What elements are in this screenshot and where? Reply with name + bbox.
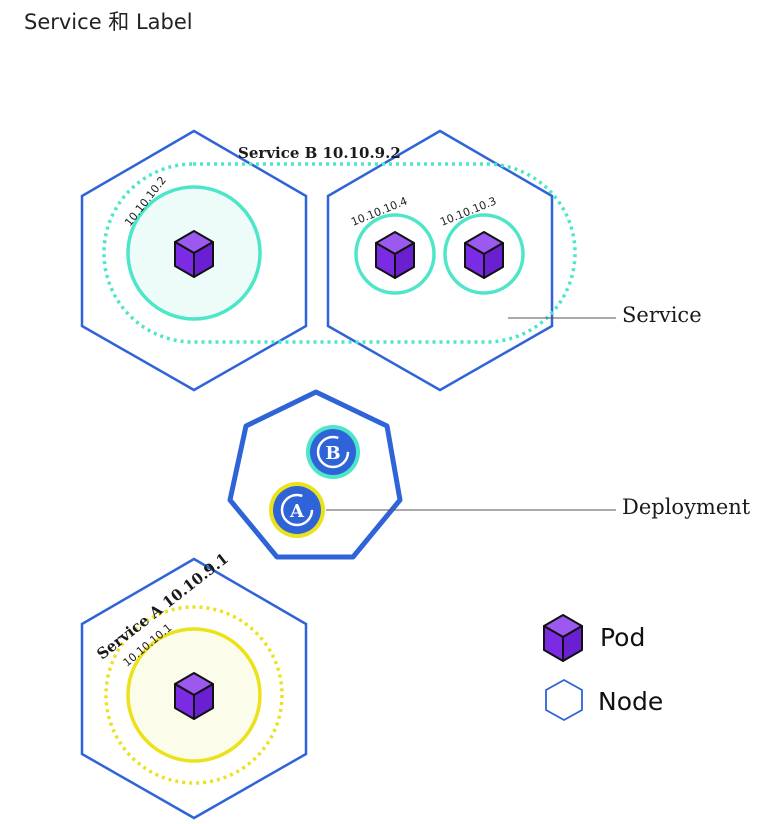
service-a-boundary	[104, 605, 284, 785]
pod-cube-icon	[464, 231, 504, 279]
badge-letter-b: B	[325, 443, 340, 464]
legend-node-label: Node	[598, 687, 663, 716]
pod-10-10-10-2	[126, 185, 262, 321]
pod-legend-icon	[543, 614, 583, 662]
pod-cube-icon	[174, 672, 214, 720]
deployment-badge-a: A	[269, 482, 325, 538]
node-hexagon-right	[326, 129, 554, 392]
deployment-callout-label: Deployment	[622, 495, 751, 519]
deployment-heptagon	[227, 389, 403, 560]
node-legend-icon	[545, 678, 583, 722]
deployment-badge-b: B	[306, 425, 360, 479]
service-b-label: Service B 10.10.9.2	[238, 144, 401, 162]
pod-cube-icon	[375, 231, 415, 279]
legend-pod-label: Pod	[600, 623, 645, 652]
pod-10-10-10-4	[354, 213, 436, 295]
pod-10-10-10-3	[443, 213, 525, 295]
pod-10-10-10-1	[126, 627, 262, 763]
page-title: Service 和 Label	[24, 10, 193, 34]
pod-cube-icon	[174, 230, 214, 278]
badge-letter-a: A	[289, 501, 305, 522]
service-callout-label: Service	[622, 303, 702, 327]
